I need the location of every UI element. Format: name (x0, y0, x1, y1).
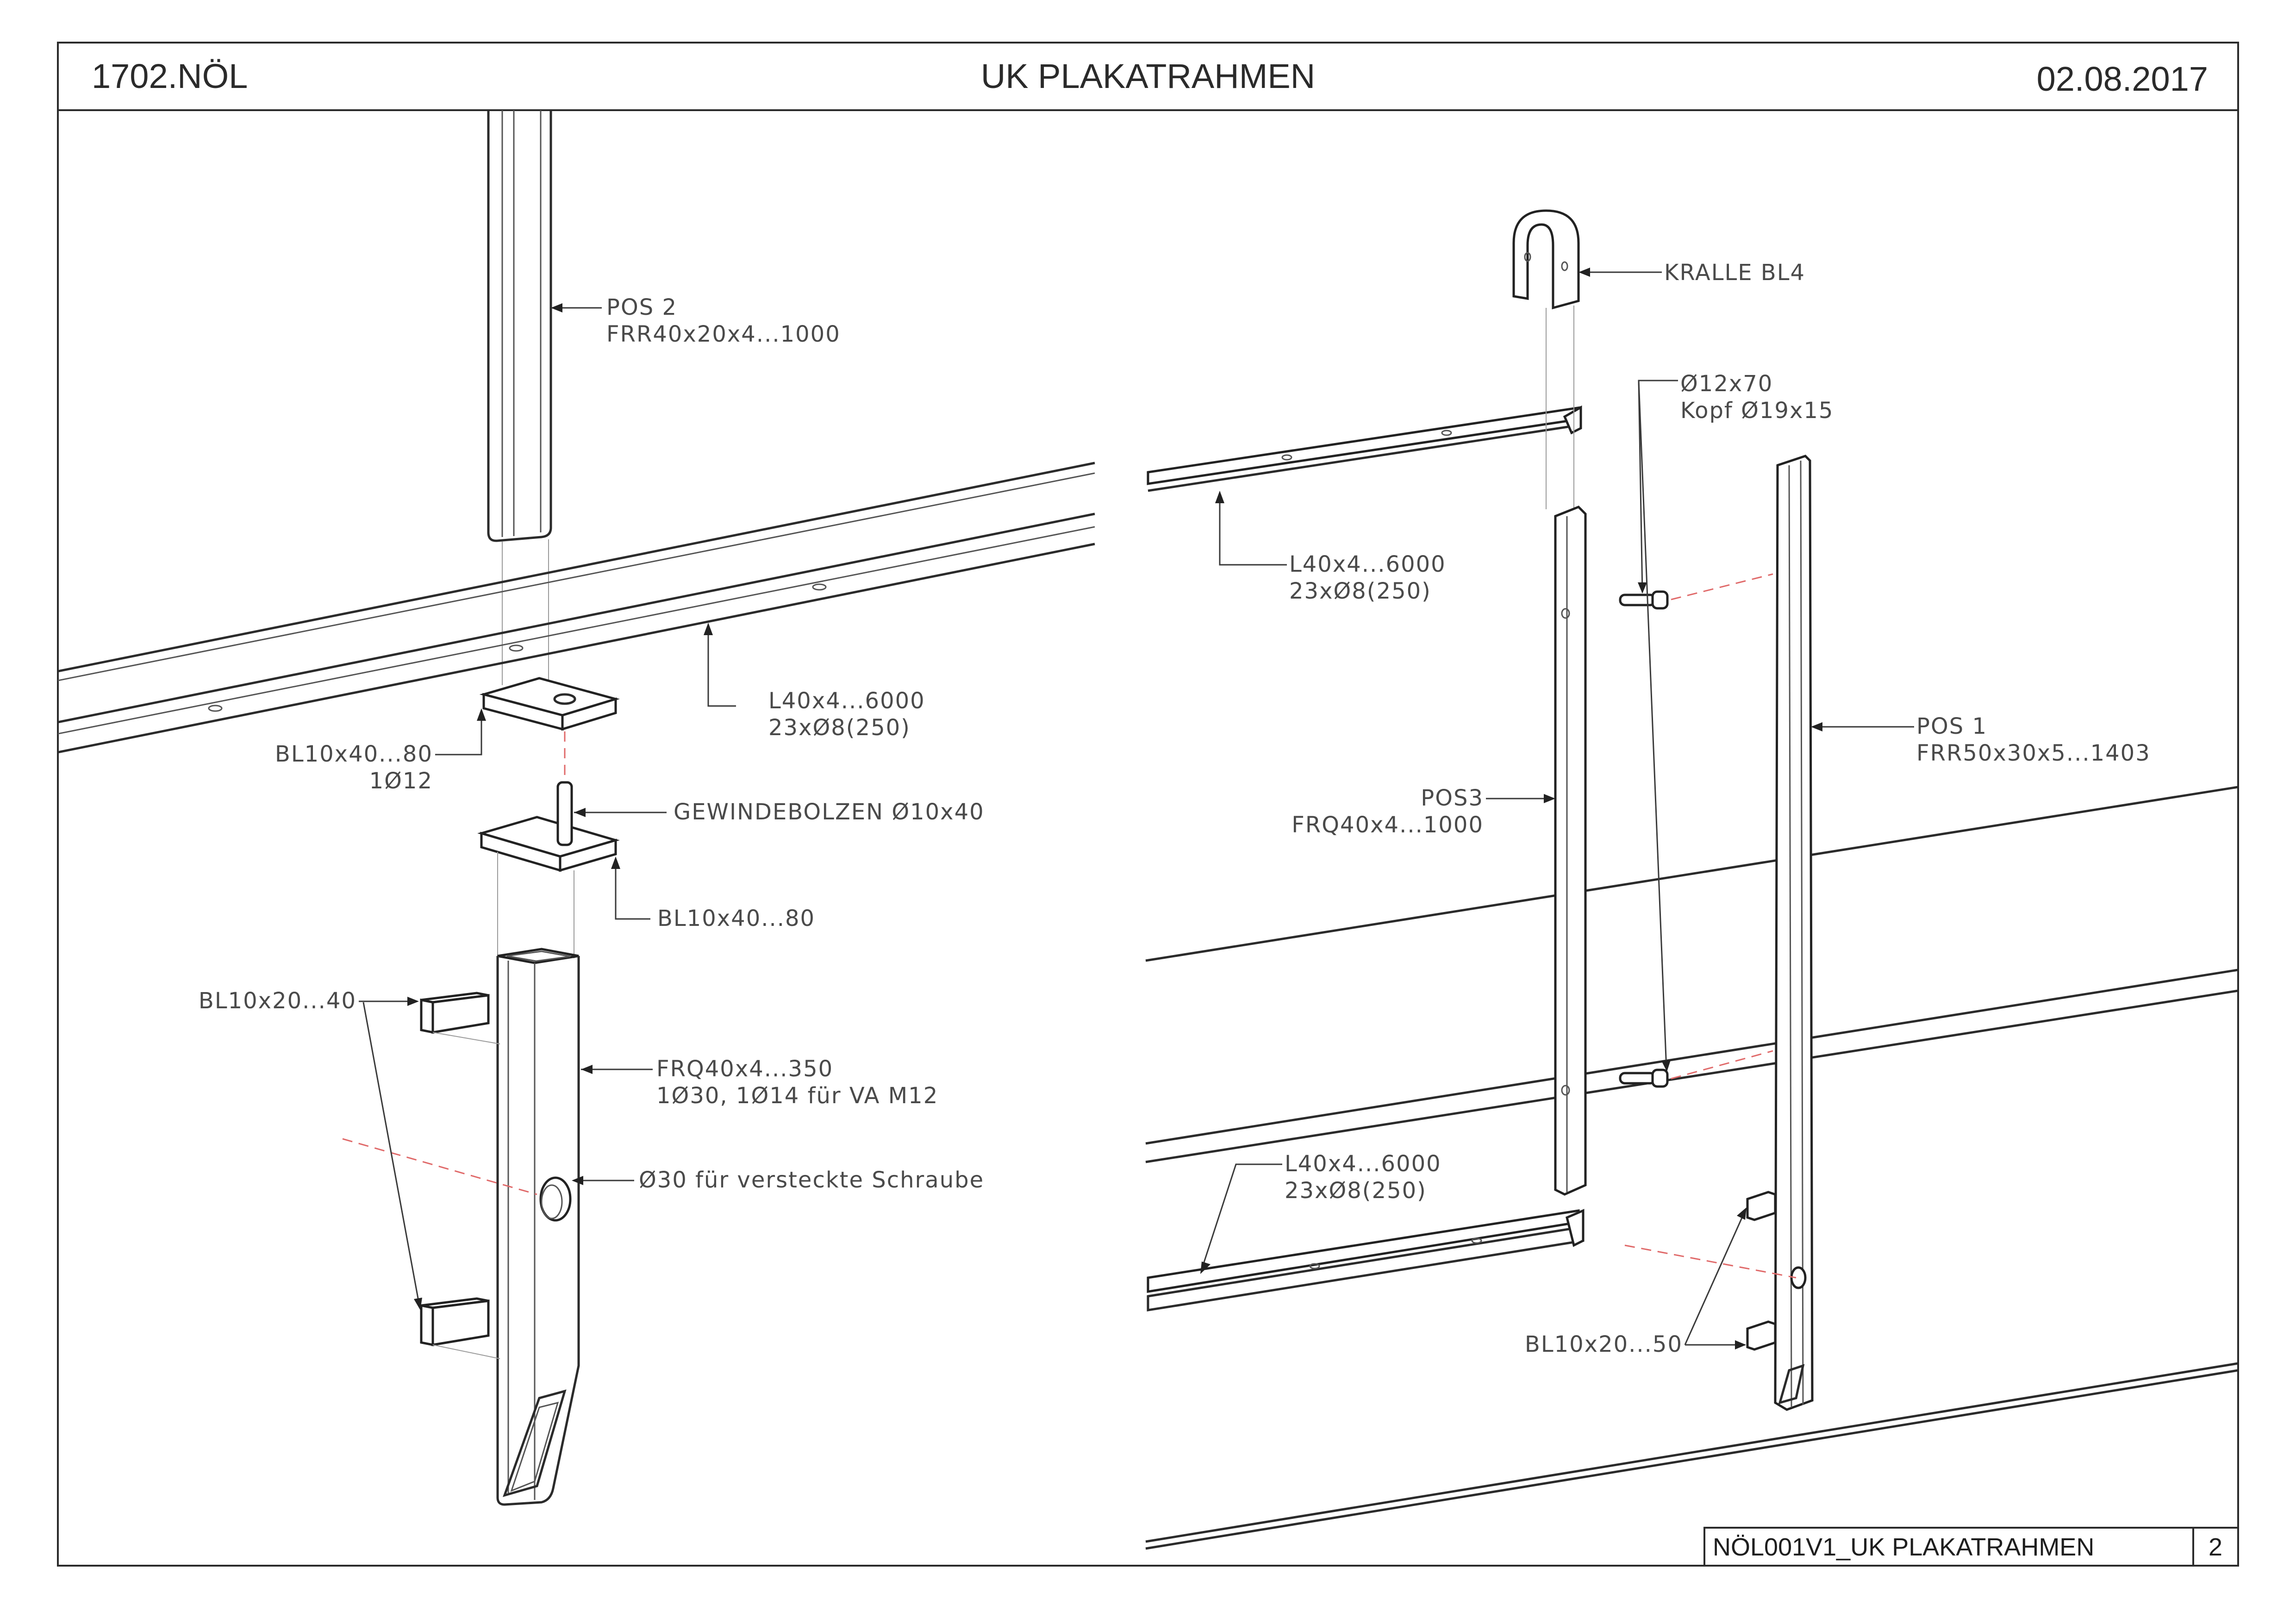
label-lugs-right: BL10x20...50 (1525, 1331, 1683, 1357)
label-claw: KRALLE BL4 (1664, 260, 1805, 286)
right-detail (1145, 209, 2239, 1550)
frq-post (496, 948, 580, 1506)
drawing-title: UK PLAKATRAHMEN (981, 57, 1315, 95)
label-pos2-title: POS 2 (606, 294, 677, 320)
lug-lower-right (1746, 1320, 1777, 1351)
lug-lower-left (420, 1297, 500, 1359)
leaders-left (359, 303, 736, 1310)
bottom-plate (477, 781, 620, 872)
label-lower-rail-spec: L40x4...6000 (1285, 1151, 1441, 1177)
angle-rail-lower-right (1147, 1209, 1585, 1312)
label-pos2-spec: FRR40x20x4...1000 (606, 321, 841, 347)
label-upper-rail-holes: 23xØ8(250) (1289, 578, 1431, 604)
angle-rail-upper-right (1147, 405, 1582, 492)
label-hidden-screw-hole: Ø30 für versteckte Schraube (639, 1167, 984, 1193)
label-pos1-title: POS 1 (1916, 713, 1987, 739)
label-bolt-head: Kopf Ø19x15 (1680, 398, 1834, 424)
label-top-plate-spec: BL10x40...80 (275, 741, 433, 767)
pos1-tube (1774, 455, 1814, 1411)
background-rails (1145, 786, 2239, 1550)
pos2-tube (487, 110, 552, 542)
bolt-upper (1619, 590, 1669, 610)
label-post-holes: 1Ø30, 1Ø14 für VA M12 (656, 1083, 938, 1109)
pos3-tube (1554, 506, 1587, 1196)
title-block-sheet-number: 2 (2209, 1533, 2222, 1561)
left-detail (57, 110, 1095, 1506)
top-plate (479, 677, 620, 731)
leaders-right (1200, 268, 1914, 1349)
label-bolt-spec: Ø12x70 (1680, 371, 1773, 397)
drawing-frame (57, 42, 2239, 1567)
angle-rail-left (57, 462, 1095, 754)
label-pos3-spec: FRQ40x4...1000 (1292, 812, 1484, 838)
label-upper-rail-spec: L40x4...6000 (1289, 551, 1446, 577)
label-pos3-title: POS3 (1421, 785, 1484, 811)
label-pos1-spec: FRR50x30x5...1403 (1916, 740, 2151, 766)
title-block (1703, 1527, 2239, 1567)
claw-kralle (1512, 209, 1580, 310)
label-angle-rail-left-holes: 23xØ8(250) (768, 715, 911, 741)
label-lower-rail-holes: 23xØ8(250) (1285, 1178, 1427, 1204)
bolt-lower (1619, 1068, 1669, 1088)
lug-upper-left (420, 992, 500, 1044)
title-block-drawing-name: NÖL001V1_UK PLAKATRAHMEN (1713, 1533, 2094, 1561)
drawing-date: 02.08.2017 (2037, 60, 2208, 98)
label-post-spec: FRQ40x4...350 (656, 1056, 833, 1082)
label-bottom-plate: BL10x40...80 (657, 906, 815, 931)
label-lugs-left: BL10x20...40 (199, 988, 356, 1014)
label-threaded-bolt: GEWINDEBOLZEN Ø10x40 (674, 799, 985, 825)
label-top-plate-hole: 1Ø12 (369, 768, 433, 794)
lug-upper-right (1746, 1191, 1777, 1221)
project-number: 1702.NÖL (92, 57, 248, 95)
label-angle-rail-left-spec: L40x4...6000 (768, 688, 925, 714)
